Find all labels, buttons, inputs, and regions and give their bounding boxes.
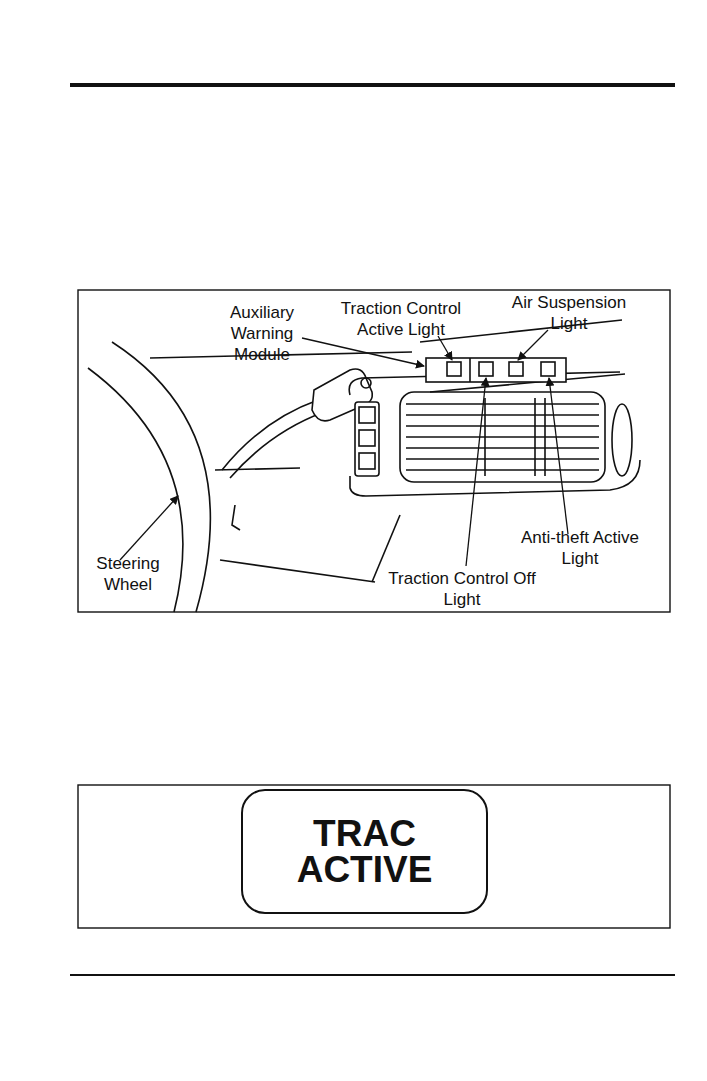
part-label: Auxiliary Warning Module bbox=[214, 302, 310, 365]
part-label: Traction Control Off Light bbox=[384, 568, 540, 610]
dashboard-drawing bbox=[78, 290, 670, 612]
part-label: Air Suspension Light bbox=[499, 292, 639, 334]
part-label: Traction Control Active Light bbox=[323, 298, 479, 340]
page-rules bbox=[70, 83, 675, 976]
figure-frame bbox=[78, 785, 670, 928]
indicator-light: TRAC ACTIVE bbox=[241, 789, 488, 914]
part-label: Anti-theft Active Light bbox=[502, 527, 658, 569]
indicator-text: TRAC ACTIVE bbox=[285, 816, 445, 888]
part-label: Steering Wheel bbox=[80, 553, 176, 595]
